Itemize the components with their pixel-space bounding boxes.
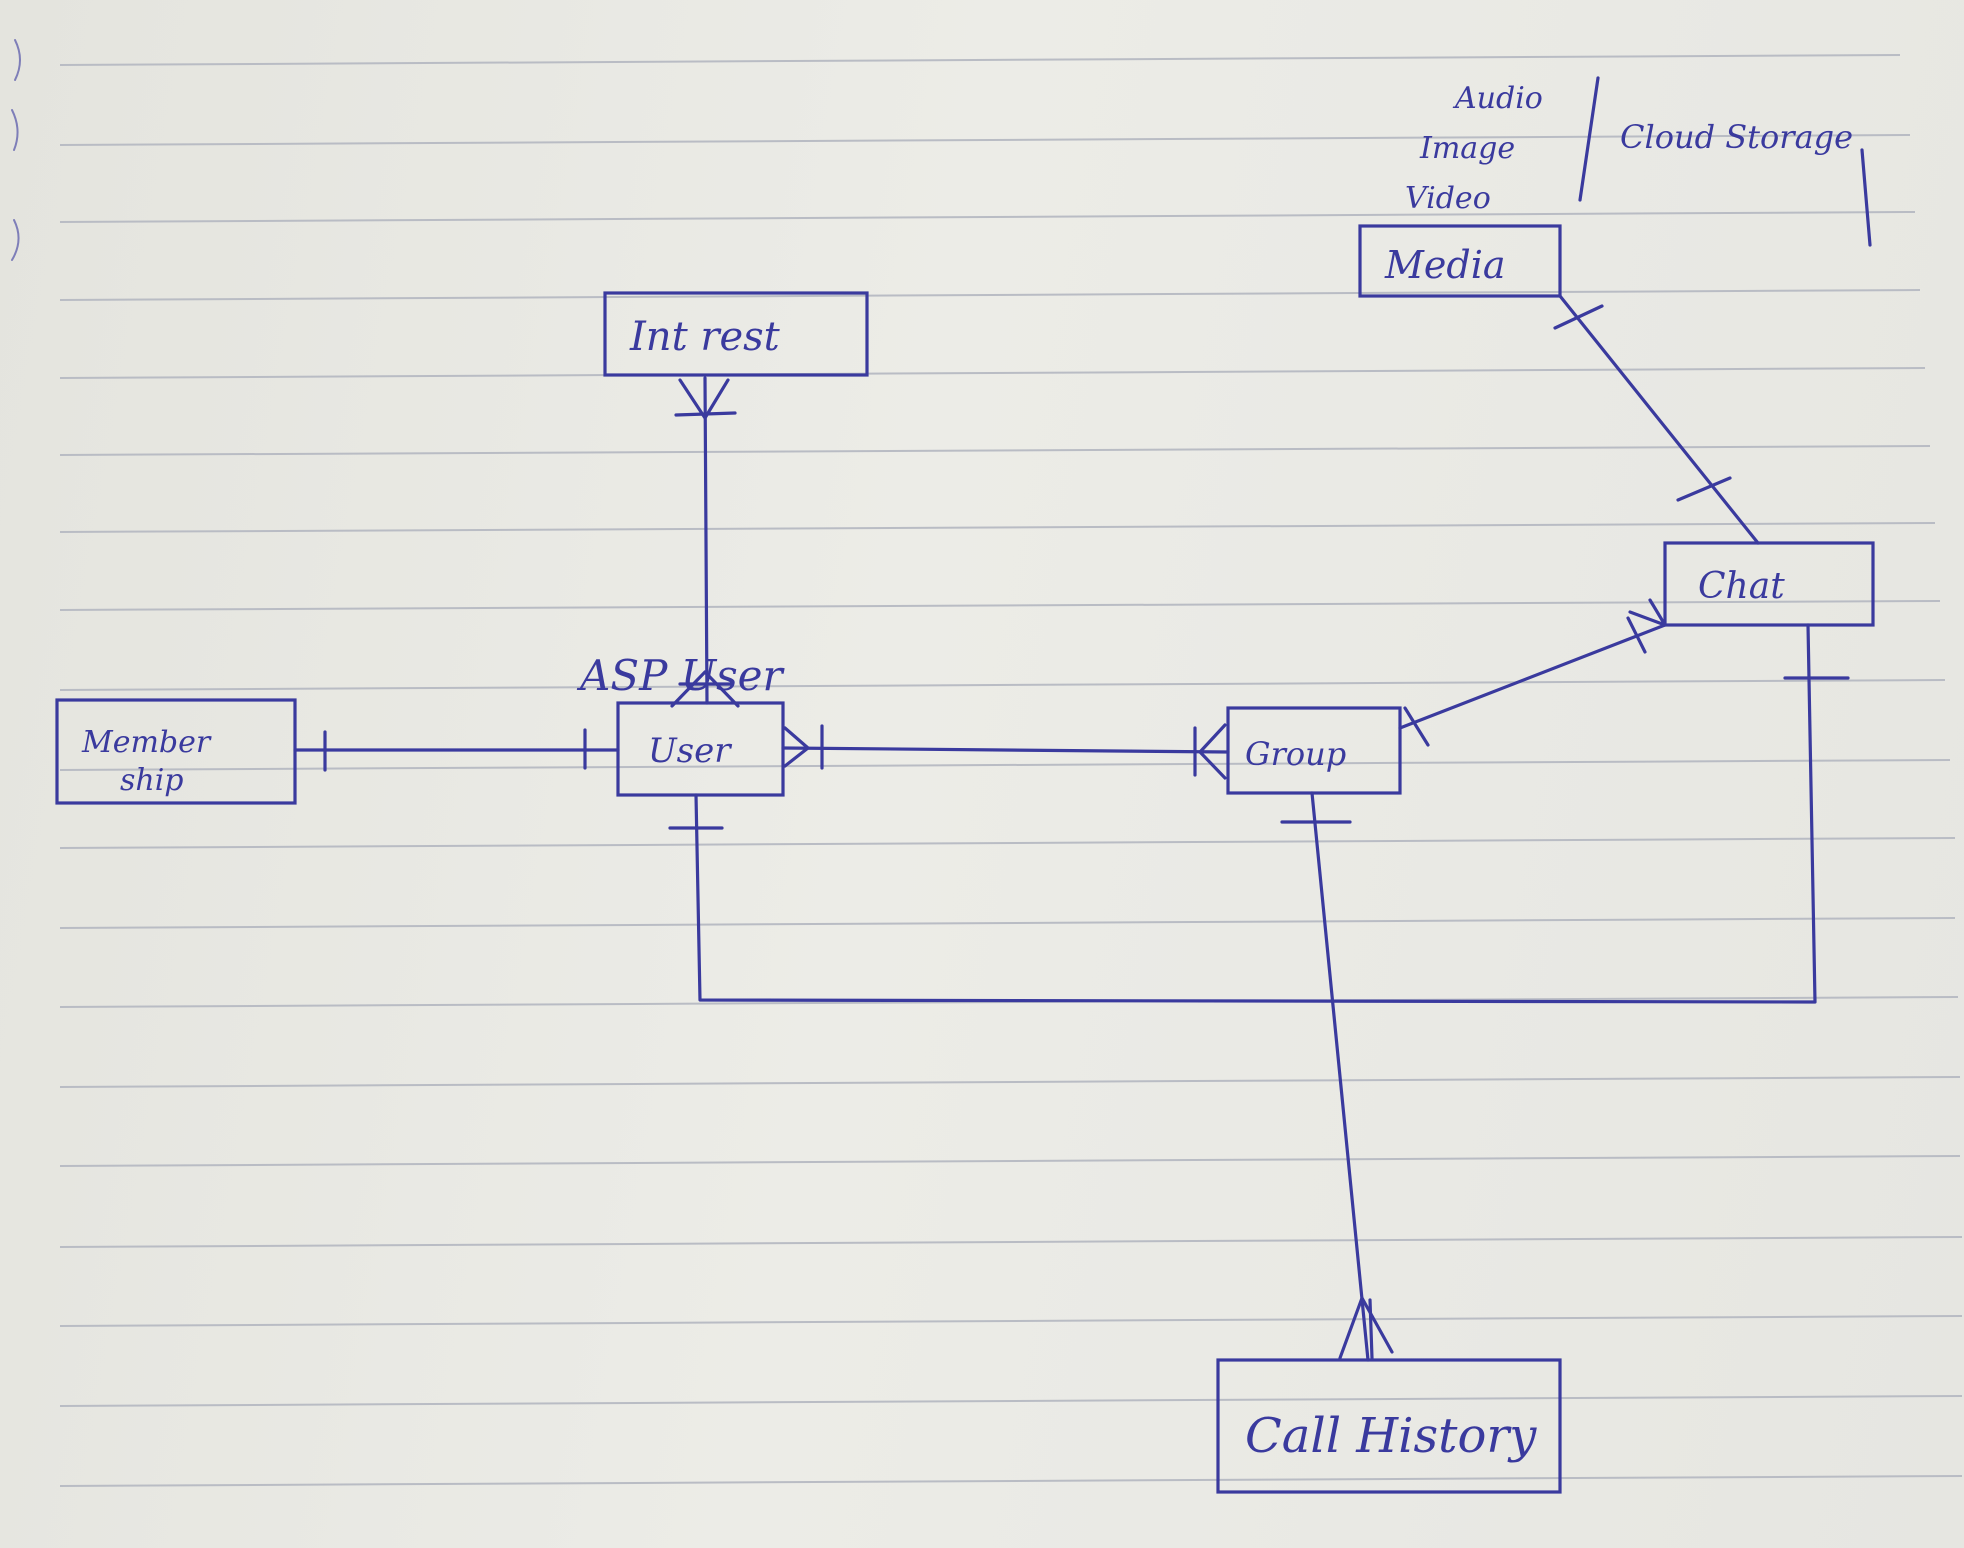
entity-call-history: Call History: [1216, 1358, 1562, 1494]
media-video-annotation: Video: [1405, 181, 1491, 216]
interest-label: Int rest: [629, 314, 781, 360]
media-image-annotation: Image: [1419, 131, 1515, 166]
entity-interest: Int rest: [603, 291, 869, 377]
entity-media: Media: [1358, 224, 1562, 298]
relationship-user-chat: [668, 623, 1850, 1004]
entity-user: User: [616, 701, 785, 797]
entity-membership: Member ship: [55, 698, 297, 805]
asp-user-annotation: ASP User: [576, 651, 786, 700]
group-label: Group: [1245, 735, 1346, 773]
membership-label-line2: ship: [120, 763, 184, 798]
relationship-group-chat: [1398, 598, 1667, 747]
cloud-storage-annotation: Cloud Storage: [1620, 118, 1853, 156]
cloud-storage-bracket: [1578, 76, 1872, 247]
relationship-user-group: [781, 723, 1230, 780]
chat-label: Chat: [1698, 566, 1785, 607]
user-label: User: [648, 731, 732, 771]
entity-group: Group: [1226, 706, 1402, 795]
ruled-lines: [59, 54, 1963, 1487]
membership-label-line1: Member: [81, 725, 212, 760]
relationship-media-chat: [1553, 294, 1760, 545]
call-history-label: Call History: [1245, 1408, 1537, 1464]
media-audio-annotation: Audio: [1452, 81, 1543, 116]
media-label: Media: [1384, 243, 1506, 287]
binding-edge: [11, 39, 21, 261]
relationship-interest-user: [670, 376, 740, 708]
entity-chat: Chat: [1663, 541, 1875, 627]
relationship-group-callhistory: [1280, 791, 1394, 1362]
relationship-membership-user: [293, 728, 620, 772]
